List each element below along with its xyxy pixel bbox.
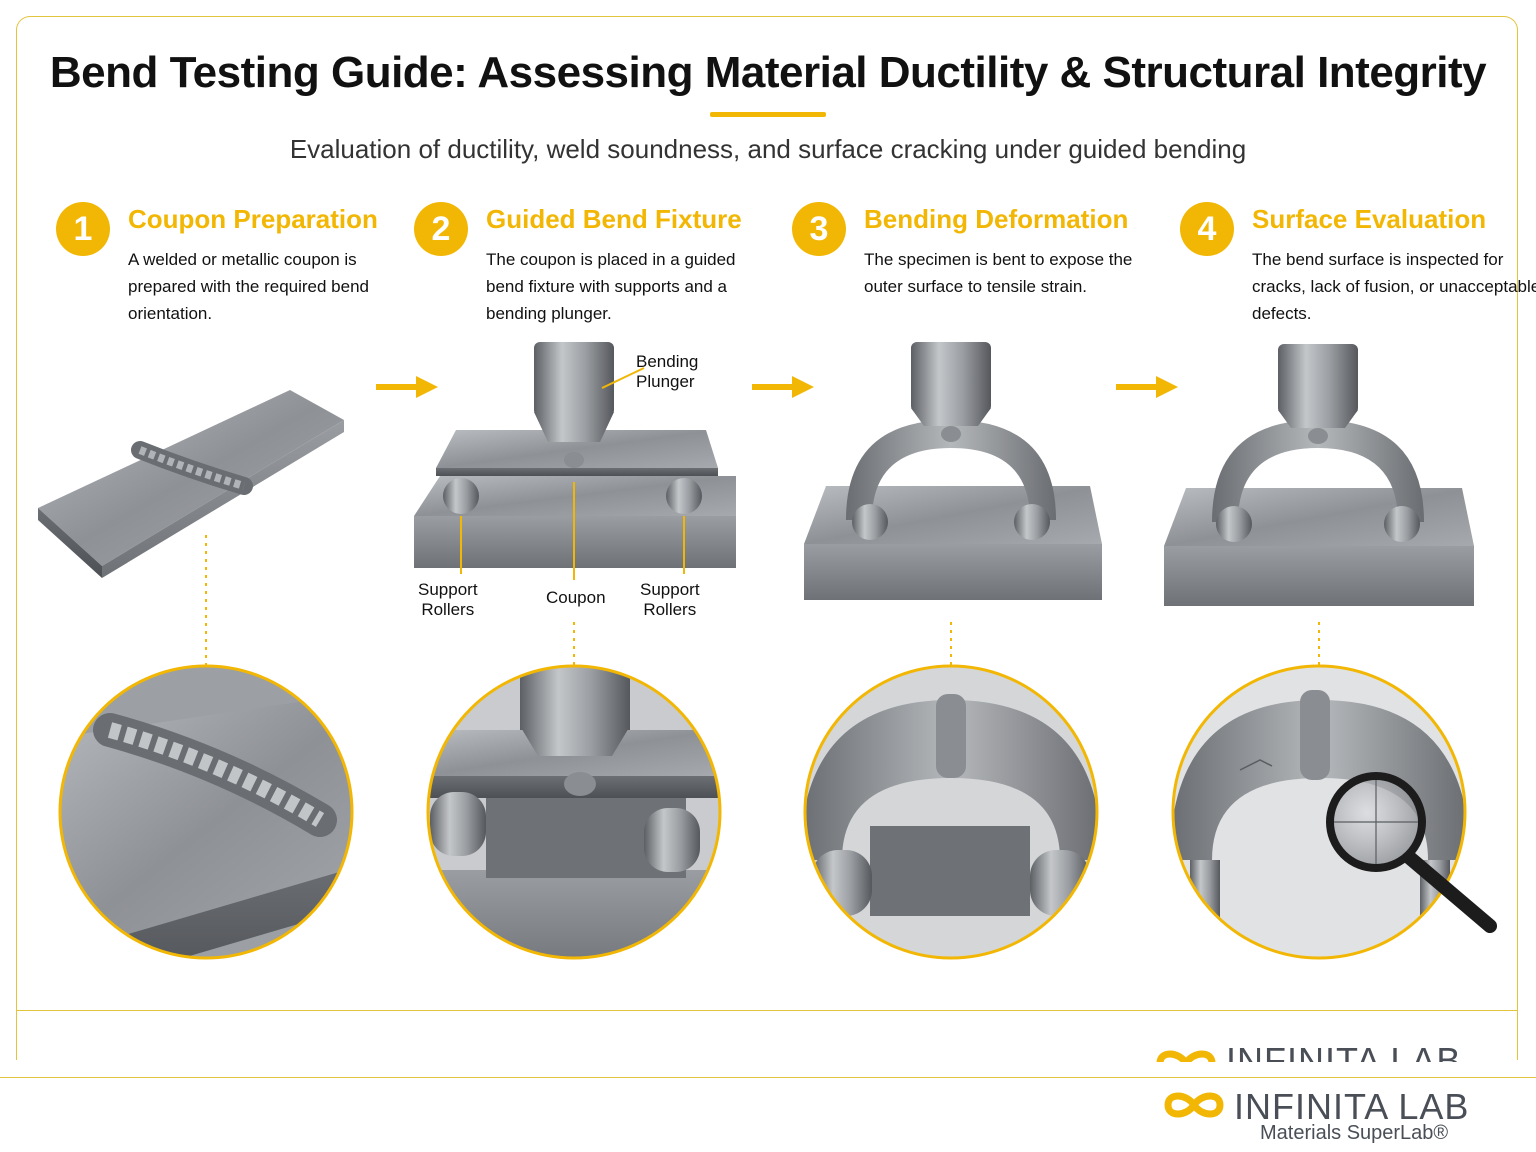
- step-title: Surface Evaluation: [1252, 204, 1487, 234]
- logo-ghost-text: INFINITA LAB: [1226, 1040, 1462, 1062]
- logo-tagline: Materials SuperLab®: [1260, 1122, 1449, 1144]
- step-description: A welded or metallic coupon is prepared …: [128, 250, 369, 323]
- page-subtitle: Evaluation of ductility, weld soundness,…: [289, 134, 1247, 164]
- step-description: The bend surface is inspected for cracks…: [1252, 250, 1536, 323]
- step-title: Bending Deformation: [864, 204, 1129, 234]
- step-title: Guided Bend Fixture: [486, 204, 742, 234]
- footer-divider: [0, 1077, 1536, 1078]
- infinity-logo-icon: [1164, 1092, 1224, 1118]
- frame-divider: [16, 1010, 1518, 1011]
- step-title: Coupon Preparation: [128, 204, 378, 234]
- page-title: Bend Testing Guide: Assessing Material D…: [49, 48, 1487, 97]
- step-badge: 2: [414, 202, 468, 256]
- logo-ghost: INFINITA LAB: [1152, 1040, 1482, 1062]
- arrow-right-icon: [1116, 376, 1178, 398]
- step-description: The coupon is placed in a guided bend fi…: [486, 250, 736, 323]
- company-logo: INFINITA LAB Materials SuperLab®: [1160, 1086, 1490, 1146]
- page-frame: [16, 16, 1518, 1060]
- step-badge: 4: [1180, 202, 1234, 256]
- step-badge: 3: [792, 202, 846, 256]
- title-underline: [710, 112, 826, 117]
- arrow-right-icon: [376, 376, 438, 398]
- callout-coupon: Coupon: [546, 588, 606, 607]
- infinity-logo-icon: [1156, 1050, 1216, 1062]
- step-badge: 1: [56, 202, 110, 256]
- logo-name: INFINITA LAB: [1234, 1086, 1470, 1127]
- step-description: The specimen is bent to expose the outer…: [864, 250, 1133, 296]
- arrow-right-icon: [752, 376, 814, 398]
